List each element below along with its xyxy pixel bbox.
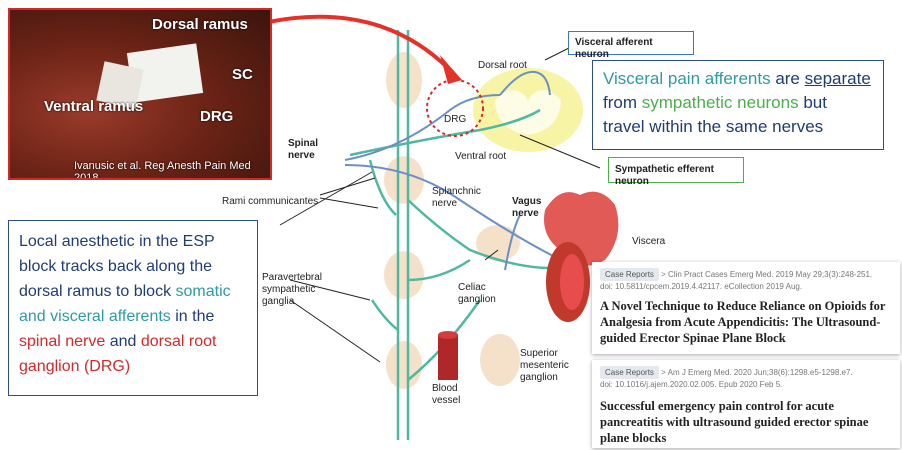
callout-text: in the bbox=[171, 308, 215, 325]
blood-vessel-label: Blood vessel bbox=[432, 383, 460, 407]
rami-communicantes-label: Rami communicantes bbox=[222, 196, 318, 208]
splanchnic-nerve-label: Splanchnic nerve bbox=[432, 186, 481, 210]
spinal-nerve-label: Spinal nerve bbox=[288, 138, 318, 162]
dorsal-root-label: Dorsal root bbox=[478, 60, 527, 72]
esp-block-callout: Local anesthetic in the ESP block tracks… bbox=[8, 220, 258, 396]
article-title[interactable]: A Novel Technique to Reduce Reliance on … bbox=[600, 298, 892, 346]
photo-label-dorsal-ramus: Dorsal ramus bbox=[152, 16, 248, 33]
vagus-nerve-label: Vagus nerve bbox=[512, 196, 541, 220]
callout-text: are bbox=[771, 69, 805, 88]
article-card[interactable]: Case Reports > Am J Emerg Med. 2020 Jun;… bbox=[592, 360, 900, 448]
article-journal: > Clin Pract Cases Emerg Med. 2019 May 2… bbox=[661, 270, 872, 279]
superior-mesenteric-label: Superior mesenteric ganglion bbox=[520, 348, 569, 384]
cadaver-photo: Dorsal ramus SC Ventral ramus DRG Ivanus… bbox=[8, 8, 272, 180]
article-journal: > Am J Emerg Med. 2020 Jun;38(6):1298.e5… bbox=[661, 368, 852, 377]
viscera-label: Viscera bbox=[632, 236, 665, 248]
celiac-ganglion-label: Celiac ganglion bbox=[458, 282, 496, 306]
article-card[interactable]: Case Reports > Clin Pract Cases Emerg Me… bbox=[592, 262, 900, 354]
spinal-cord-section bbox=[473, 68, 583, 152]
photo-label-drg: DRG bbox=[200, 108, 233, 125]
visceral-afferent-label: Visceral afferent neuron bbox=[568, 31, 694, 55]
article-doi: doi: 10.1016/j.ajem.2020.02.005. Epub 20… bbox=[600, 379, 892, 390]
drg-label: DRG bbox=[444, 114, 466, 126]
callout-term-visceral: Visceral pain afferents bbox=[603, 69, 771, 88]
article-doi: doi: 10.5811/cpcem.2019.4.42117. eCollec… bbox=[600, 281, 892, 292]
photo-label-ventral-ramus: Ventral ramus bbox=[44, 98, 143, 115]
callout-term-separate: separate bbox=[805, 69, 871, 88]
photo-label-sc: SC bbox=[232, 66, 253, 83]
photo-citation: Ivanusic et al. Reg Anesth Pain Med 2018… bbox=[74, 160, 270, 180]
case-report-tag: Case Reports bbox=[600, 268, 659, 281]
visceral-afferents-callout: Visceral pain afferents are separate fro… bbox=[592, 60, 884, 150]
paravertebral-ganglia-label: Paravertebral sympathetic ganglia bbox=[262, 272, 322, 308]
sympathetic-efferent-label: Sympathetic efferent neuron bbox=[608, 157, 744, 183]
red-pointer-arrow bbox=[268, 17, 450, 70]
blood-vessel-shape bbox=[438, 331, 458, 380]
callout-term-spinal-nerve: spinal nerve bbox=[19, 333, 105, 350]
callout-text: and bbox=[105, 333, 141, 350]
callout-text: from bbox=[603, 93, 642, 112]
article-title[interactable]: Successful emergency pain control for ac… bbox=[600, 398, 892, 446]
ventral-root-label: Ventral root bbox=[455, 151, 506, 163]
case-report-tag: Case Reports bbox=[600, 366, 659, 379]
callout-term-sympathetic: sympathetic neurons bbox=[642, 93, 799, 112]
